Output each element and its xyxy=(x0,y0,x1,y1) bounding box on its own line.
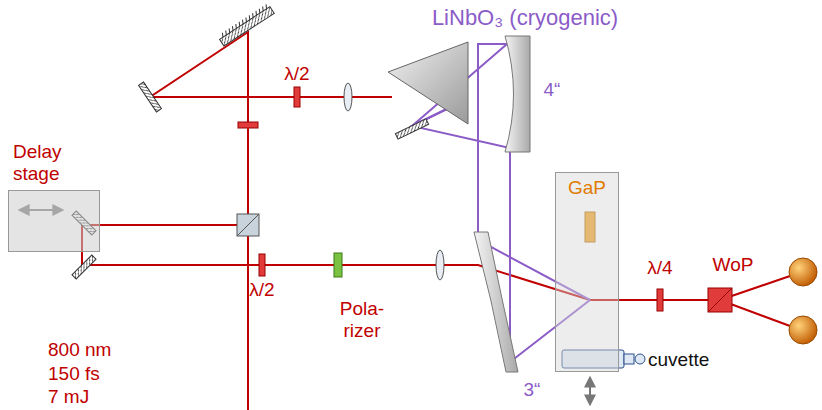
polarizer xyxy=(334,253,342,277)
grating-tooth xyxy=(248,15,252,19)
grating-tooth xyxy=(224,31,228,35)
polarizer-label: Pola- rizer xyxy=(334,298,390,342)
wollaston-label: WoP xyxy=(713,254,754,276)
photodiode xyxy=(789,258,817,344)
stage-heading: Delay stage xyxy=(13,141,73,185)
laser-spec: 150 fs xyxy=(48,363,100,385)
grating-tooth xyxy=(231,26,235,30)
grating-tooth xyxy=(251,13,255,17)
cuvette-label: cuvette xyxy=(648,349,709,371)
sample-box: GaP xyxy=(555,172,619,372)
parabolic-mirror xyxy=(505,36,530,152)
grating-tooth xyxy=(234,24,238,28)
mirror xyxy=(72,82,429,279)
grating-tooth xyxy=(227,28,231,32)
laser-spec: 800 nm xyxy=(48,339,111,361)
laser-spec: 7 mJ xyxy=(48,386,89,408)
laser-beam xyxy=(82,32,790,410)
prism xyxy=(388,42,468,124)
wollaston-prism xyxy=(708,288,732,312)
wave-plate-label: λ/4 xyxy=(647,257,672,279)
translation-arrow xyxy=(589,378,591,404)
parabolic-mirror xyxy=(474,232,518,372)
grating-tooth xyxy=(254,11,258,15)
delay-stage-box: Delay stage xyxy=(8,190,100,252)
mirror-size-label: 4“ xyxy=(544,79,561,101)
grating-tooth xyxy=(264,4,268,8)
beam-splitter xyxy=(237,214,259,236)
grating-tooth xyxy=(241,20,245,24)
crystal-label: GaP xyxy=(556,173,618,199)
wave-plate-label: λ/2 xyxy=(249,279,274,301)
wave-plate-label: λ/2 xyxy=(284,63,309,85)
crystal-label: LiNbO₃ (cryogenic) xyxy=(432,5,618,30)
lens xyxy=(344,83,444,280)
grating xyxy=(217,3,274,46)
grating-tooth xyxy=(258,9,262,13)
grating-tooth xyxy=(221,33,225,37)
grating-tooth xyxy=(238,22,242,26)
grating-tooth xyxy=(261,7,265,11)
mirror-size-label: 3“ xyxy=(524,379,541,401)
grating-tooth xyxy=(244,17,248,21)
